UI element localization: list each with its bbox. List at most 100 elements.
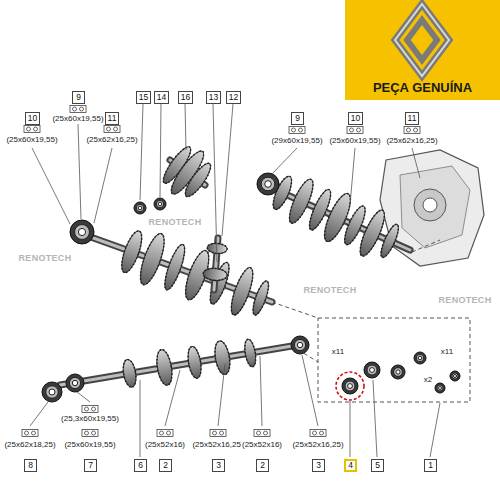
logo-diamond (395, 4, 449, 76)
bearing-icon (320, 431, 324, 435)
bearing (66, 374, 84, 392)
callout-number: 12 (226, 91, 241, 104)
gear (186, 346, 203, 380)
gear (155, 349, 175, 387)
bearing-icon (82, 430, 98, 437)
gear (203, 267, 228, 281)
bearing (348, 384, 353, 389)
gear-body (121, 358, 137, 388)
bearing-icon (160, 431, 164, 435)
leader-line (30, 402, 48, 426)
leader-line (302, 355, 318, 426)
gear (181, 160, 214, 200)
bearing (439, 387, 442, 390)
bearing-dimension: (25x62x18,25) (3, 441, 56, 449)
bearing-icon (104, 126, 120, 133)
bearing (416, 354, 423, 361)
watermark: RENOTECH (19, 254, 72, 263)
bearing-icon (357, 128, 361, 132)
bearing (158, 202, 162, 206)
callout-text: 2 (163, 461, 168, 470)
bearing-icon (210, 430, 226, 437)
callout-number: 14 (154, 91, 169, 104)
gear-body (207, 261, 233, 306)
gear (207, 261, 233, 306)
bearing-icon (22, 430, 38, 437)
bearing-dimension: (25x60x19,55) (51, 115, 104, 123)
gear (161, 243, 188, 292)
gear (250, 279, 272, 316)
callout-number: 9 (291, 112, 304, 125)
leader-line (213, 104, 217, 262)
leader-line (350, 148, 355, 205)
bearing-dimension: (25x62x16,25) (85, 136, 138, 144)
callout-number: 10 (348, 112, 363, 125)
callout-number: 4 (344, 459, 357, 472)
genuine-part-badge: PEÇA GENUÍNA (345, 0, 500, 100)
callout-text: 9 (295, 114, 300, 123)
bearing (345, 381, 355, 391)
callout-text: 14 (157, 93, 166, 102)
bearing (391, 365, 405, 379)
bearing-icon (80, 107, 84, 111)
bearing-dimension: (25x62x16,25) (385, 137, 438, 145)
bearing (364, 362, 380, 378)
bearing-icon (32, 431, 36, 435)
gear (378, 222, 402, 259)
gear-body (250, 279, 272, 316)
bearing-icon (92, 431, 96, 435)
watermark: RENOTECH (304, 286, 357, 295)
callout-number: 7 (84, 459, 97, 472)
gear-body (136, 231, 169, 287)
bearing-icon (264, 431, 268, 435)
bearing (435, 383, 445, 393)
bearing (156, 200, 163, 207)
bearing-icon (310, 430, 326, 437)
callout-text: 3 (216, 461, 221, 470)
gear-body (207, 243, 228, 255)
bearing (450, 371, 460, 381)
callout-text: 13 (209, 93, 218, 102)
leader-line (218, 364, 225, 426)
callout-text: 11 (108, 114, 117, 123)
leader-line (430, 403, 440, 457)
shaft (60, 346, 292, 385)
bearing (291, 336, 309, 354)
bearing (265, 181, 272, 188)
leader-line (350, 401, 351, 457)
callout-text: 6 (138, 461, 143, 470)
quantity-label: x11 (440, 348, 454, 356)
bearing-icon (85, 407, 89, 411)
callout-text: 11 (408, 114, 417, 123)
callout-text: 10 (28, 114, 37, 123)
bearing-icon (167, 431, 171, 435)
bearing (261, 177, 275, 191)
callout-number: 2 (256, 459, 269, 472)
gear-teeth (155, 349, 175, 387)
badge-text: PEÇA GENUÍNA (373, 81, 472, 100)
bearing-icon (107, 127, 111, 131)
gear-teeth (213, 340, 232, 376)
gear-teeth (207, 243, 228, 255)
bearing-icon (289, 127, 305, 134)
bearing-dimension: (25,3x60x19,55) (60, 415, 120, 423)
bearing-icon (34, 127, 38, 131)
callout-number: 5 (371, 459, 384, 472)
leader-line (32, 148, 70, 224)
callout-number: 3 (212, 459, 225, 472)
bearing (437, 385, 443, 391)
quantity-label: x2 (423, 376, 433, 384)
bearing (452, 373, 458, 379)
gearbox-housing (380, 150, 484, 266)
callout-text: 9 (76, 93, 81, 102)
callout-number: 6 (134, 459, 147, 472)
logo-diamond (407, 20, 437, 60)
callout-text: 1 (428, 461, 433, 470)
leader-line (272, 148, 297, 174)
bearing (370, 368, 375, 373)
bearing-icon (254, 430, 270, 437)
callout-text: 16 (181, 93, 190, 102)
leader-line (165, 370, 180, 426)
bearing (75, 225, 90, 240)
